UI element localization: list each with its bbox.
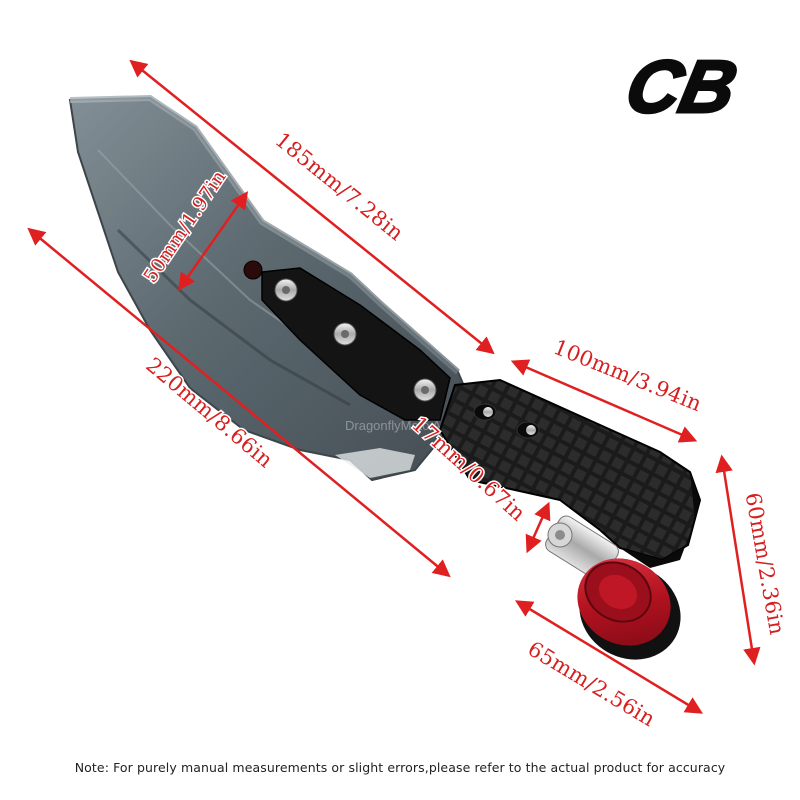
screw-1-icon [274,278,298,302]
brand-logo-text: CB [619,45,744,128]
arrow-clamp-thickness [525,501,551,554]
screw-3-icon [413,378,437,402]
bracket-bolt-2-icon [516,421,540,439]
arrow-overall-length [27,227,451,578]
label-bracket-height: 60mm/2.36in [741,491,790,637]
brand-logo: CB [618,43,746,129]
arrow-mount-length [510,359,698,443]
screw-2-icon [333,322,357,346]
arrow-bracket-height [715,454,761,666]
arrow-blade-height [177,191,249,291]
label-mount-length: 100mm/3.94in [550,335,705,416]
dimension-arrows [27,59,761,714]
arrow-bar-end-length [515,600,703,714]
bracket-bolt-1-icon [473,403,497,421]
accuracy-note: Note: For purely manual measurements or … [74,760,726,775]
rubber-washer-icon [243,260,263,280]
